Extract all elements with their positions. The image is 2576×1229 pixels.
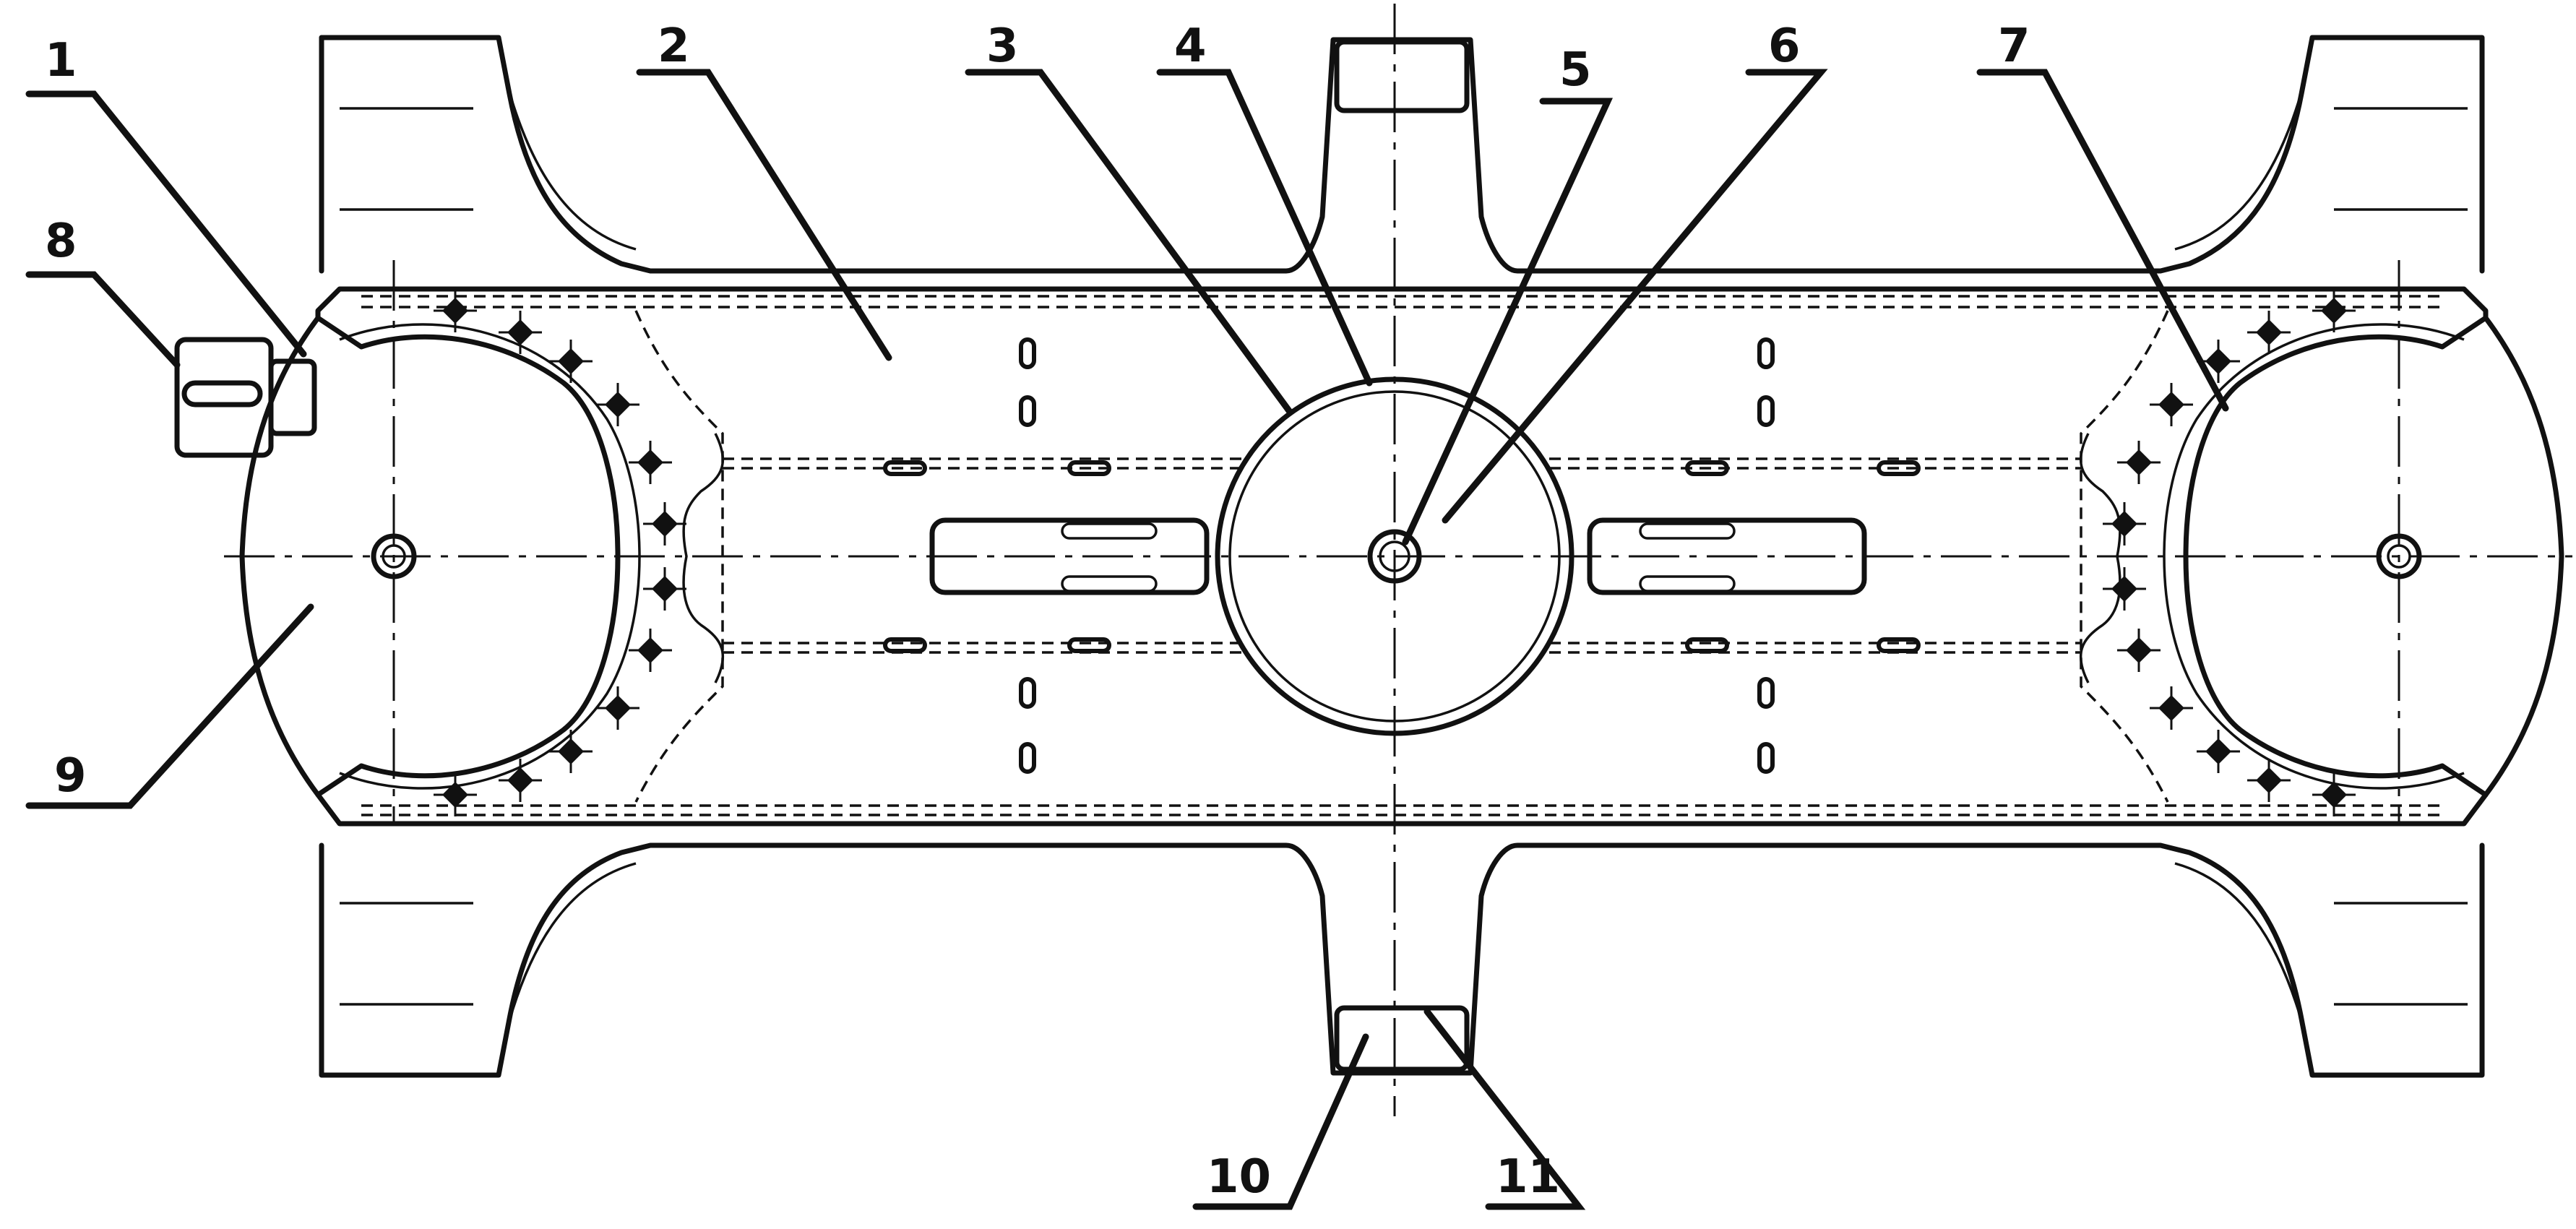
side-clamp bbox=[174, 337, 317, 458]
label-7: 7 bbox=[1998, 20, 2030, 73]
bolt-mark bbox=[643, 502, 686, 545]
label-2: 2 bbox=[658, 20, 690, 73]
bolt-mark bbox=[2312, 289, 2356, 332]
bolt-mark bbox=[2247, 759, 2291, 802]
bolt-mark bbox=[596, 383, 639, 426]
label-5: 5 bbox=[1559, 43, 1592, 97]
center-lines bbox=[224, 4, 2572, 1116]
bolt-mark bbox=[2312, 773, 2356, 816]
oval-holes bbox=[1019, 337, 1775, 774]
label-11: 11 bbox=[1496, 1150, 1560, 1204]
bolt-mark bbox=[2150, 383, 2193, 426]
label-1: 1 bbox=[45, 34, 77, 87]
bolt-mark bbox=[643, 567, 686, 611]
lower-frame bbox=[319, 842, 2485, 1078]
bolt-mark bbox=[434, 289, 477, 332]
bolt-mark bbox=[2117, 629, 2161, 672]
bolt-mark bbox=[629, 629, 672, 672]
bolt-mark bbox=[499, 311, 542, 354]
label-8: 8 bbox=[45, 215, 77, 268]
bolt-mark bbox=[549, 730, 593, 773]
label-10: 10 bbox=[1207, 1150, 1271, 1204]
label-9: 9 bbox=[54, 749, 87, 803]
bolt-mark bbox=[2103, 502, 2146, 545]
bolt-mark bbox=[2103, 567, 2146, 611]
bolt-mark bbox=[2247, 311, 2291, 354]
labels: 1 2 3 4 5 6 7 8 9 10 11 bbox=[45, 20, 2030, 1204]
bolt-mark bbox=[434, 773, 477, 816]
upper-frame bbox=[319, 35, 2485, 274]
bolt-marks bbox=[434, 289, 2356, 816]
leader-lines bbox=[25, 69, 2229, 1210]
bolt-mark bbox=[499, 759, 542, 802]
bolt-mark bbox=[2117, 441, 2161, 484]
bolt-mark bbox=[549, 340, 593, 383]
bolt-mark bbox=[2197, 730, 2240, 773]
label-3: 3 bbox=[986, 20, 1019, 73]
label-6: 6 bbox=[1768, 20, 1801, 73]
label-4: 4 bbox=[1174, 20, 1207, 73]
bolt-mark bbox=[629, 441, 672, 484]
bolt-mark bbox=[2150, 686, 2193, 730]
bolt-mark bbox=[596, 686, 639, 730]
rail-slots bbox=[883, 460, 1921, 653]
